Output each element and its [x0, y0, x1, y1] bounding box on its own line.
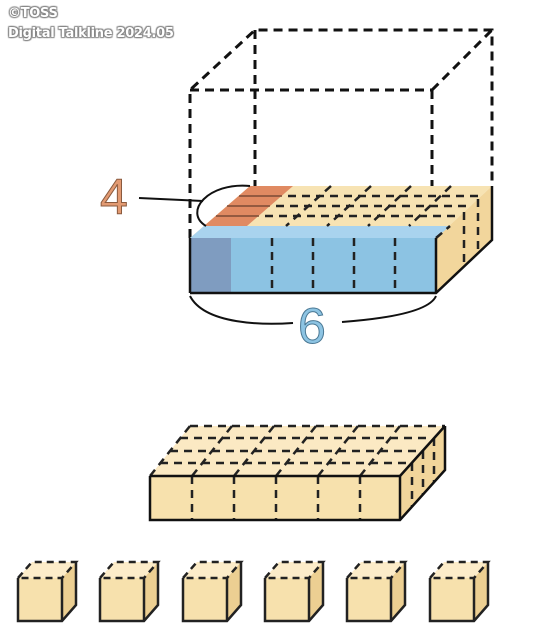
unit-cube	[262, 560, 326, 623]
highlighted-cube-front	[190, 238, 231, 293]
right-face	[436, 186, 492, 293]
copyright-text: ©TOSS	[8, 6, 58, 21]
loose-cubes	[15, 560, 491, 623]
unit-cube	[97, 560, 161, 623]
bottom-layer-gridlines	[188, 185, 494, 295]
credit-text: Digital Talkline 2024.05	[8, 26, 174, 41]
depth-label: 4	[100, 169, 128, 225]
unit-cube	[344, 560, 408, 623]
cube-tray	[148, 424, 447, 522]
unit-cube	[427, 560, 491, 623]
box-outline	[188, 28, 494, 238]
front-face	[190, 238, 436, 293]
unit-cube	[180, 560, 244, 623]
depth-brace	[138, 184, 251, 227]
front-row-top	[190, 226, 450, 238]
unit-cube	[15, 560, 79, 623]
width-label: 6	[298, 298, 326, 354]
width-brace	[189, 295, 437, 325]
bottom-layer	[190, 186, 492, 293]
